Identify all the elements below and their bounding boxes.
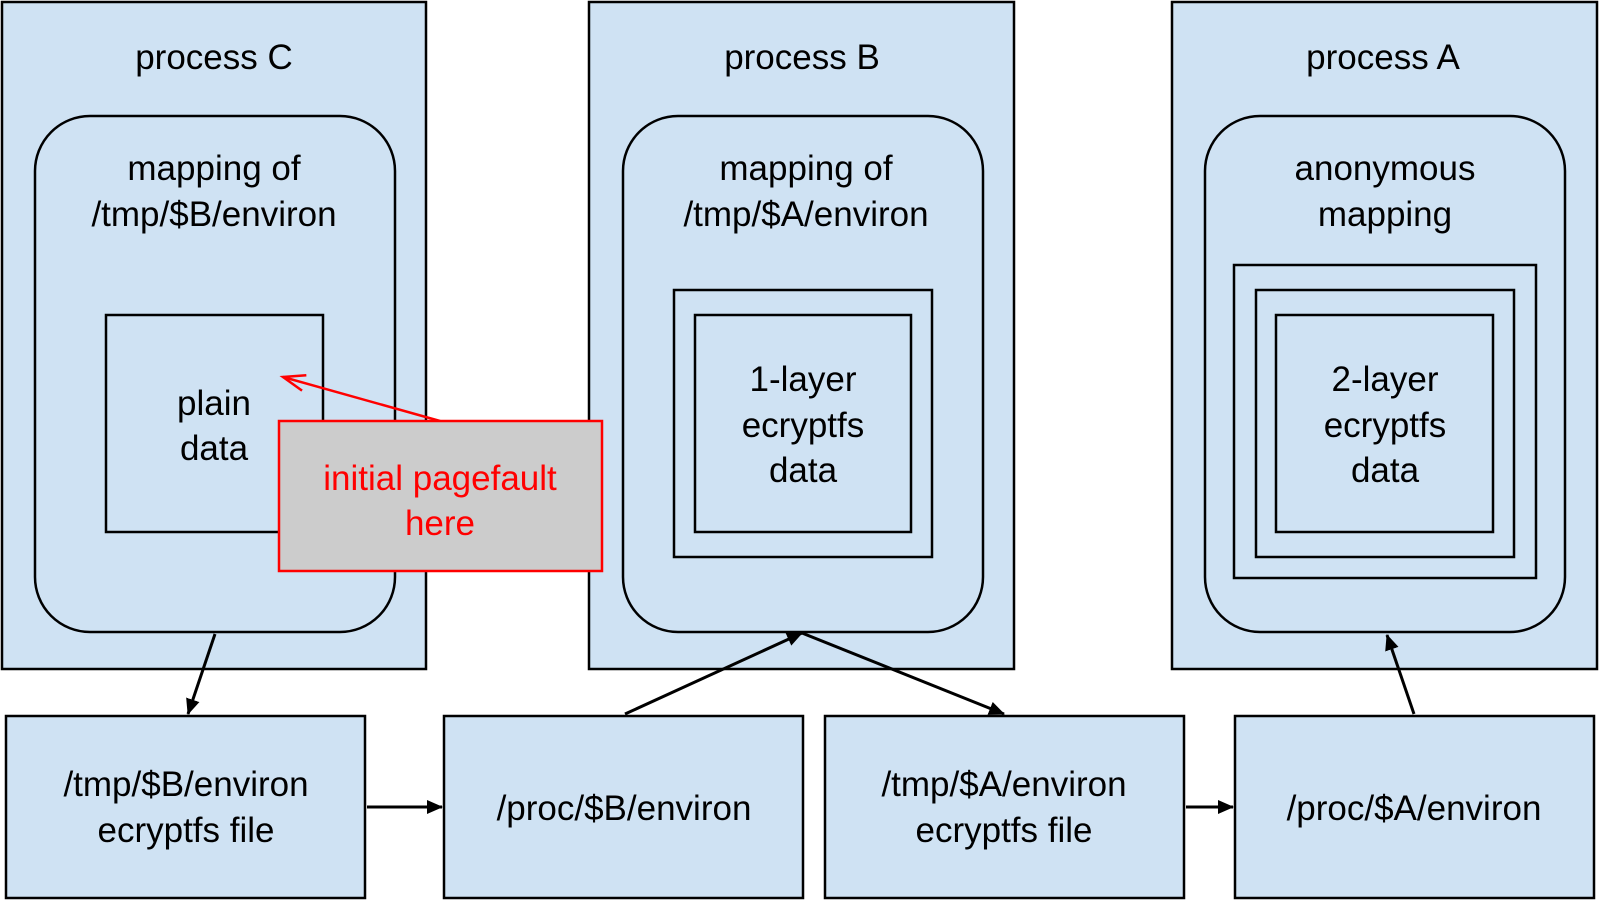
pagefault-note-label-2: here — [405, 504, 475, 543]
pagefault-note-box — [277, 419, 604, 573]
pagefault-note-label-1: initial pagefault — [323, 459, 557, 498]
process-a: process A anonymous mapping 2-layer ecry… — [1170, 0, 1599, 671]
process-b-mapping-label-2: /tmp/$A/environ — [683, 195, 928, 234]
process-a-mapping-label-2: mapping — [1318, 195, 1452, 234]
file-tmp-b: /tmp/$B/environ ecryptfs file — [4, 714, 367, 900]
ecryptfs-1-layer-label-2: ecryptfs — [742, 406, 865, 445]
ecryptfs-2-layer-label-1: 2-layer — [1332, 360, 1439, 399]
plain-data-label-1: plain — [177, 384, 251, 423]
process-a-mapping-label-1: anonymous — [1295, 149, 1476, 188]
process-a-title: process A — [1306, 38, 1460, 77]
ecryptfs-1-layer-data-box — [693, 313, 913, 534]
file-proc-a: /proc/$A/environ — [1233, 714, 1596, 900]
process-b-title: process B — [724, 38, 880, 77]
tmp-b-environ-label-1: /tmp/$B/environ — [63, 765, 308, 804]
tmp-b-environ-label-2: ecryptfs file — [98, 811, 275, 850]
ecryptfs-2-layer-data-box — [1274, 313, 1495, 534]
process-c-mapping-label-2: /tmp/$B/environ — [91, 195, 336, 234]
proc-b-environ-box — [442, 714, 805, 900]
process-c-title: process C — [135, 38, 293, 77]
ecryptfs-1-layer-label-1: 1-layer — [750, 360, 857, 399]
tmp-a-environ-box — [823, 714, 1186, 900]
arrow-b-mapping-to-tmp-a — [801, 631, 1005, 716]
arrow-proc-a-to-a-mapping — [1385, 634, 1416, 715]
arrow-proc-b-to-b-mapping — [624, 631, 803, 716]
process-c-mapping-label-1: mapping of — [127, 149, 300, 188]
proc-a-environ-label: /proc/$A/environ — [1287, 789, 1542, 828]
process-b-mapping-label-1: mapping of — [719, 149, 892, 188]
pagefault-annotation: initial pagefault here — [277, 373, 604, 573]
plain-data-label-2: data — [180, 429, 249, 468]
tmp-b-environ-box — [4, 714, 367, 900]
file-tmp-a: /tmp/$A/environ ecryptfs file — [823, 714, 1186, 900]
ecryptfs-2-layer-label-3: data — [1351, 451, 1420, 490]
ecryptfs-2-layer-label-2: ecryptfs — [1324, 406, 1447, 445]
tmp-a-environ-label-1: /tmp/$A/environ — [881, 765, 1126, 804]
ecryptfs-1-layer-label-3: data — [769, 451, 838, 490]
file-proc-b: /proc/$B/environ — [442, 714, 805, 900]
tmp-a-environ-label-2: ecryptfs file — [916, 811, 1093, 850]
pagefault-arrowhead — [279, 373, 307, 392]
process-b: process B mapping of /tmp/$A/environ 1-l… — [587, 0, 1016, 671]
pagefault-arrow — [282, 375, 441, 423]
proc-b-environ-label: /proc/$B/environ — [497, 789, 752, 828]
arrow-c-mapping-to-tmp-b — [186, 633, 217, 715]
proc-a-environ-box — [1233, 714, 1596, 900]
